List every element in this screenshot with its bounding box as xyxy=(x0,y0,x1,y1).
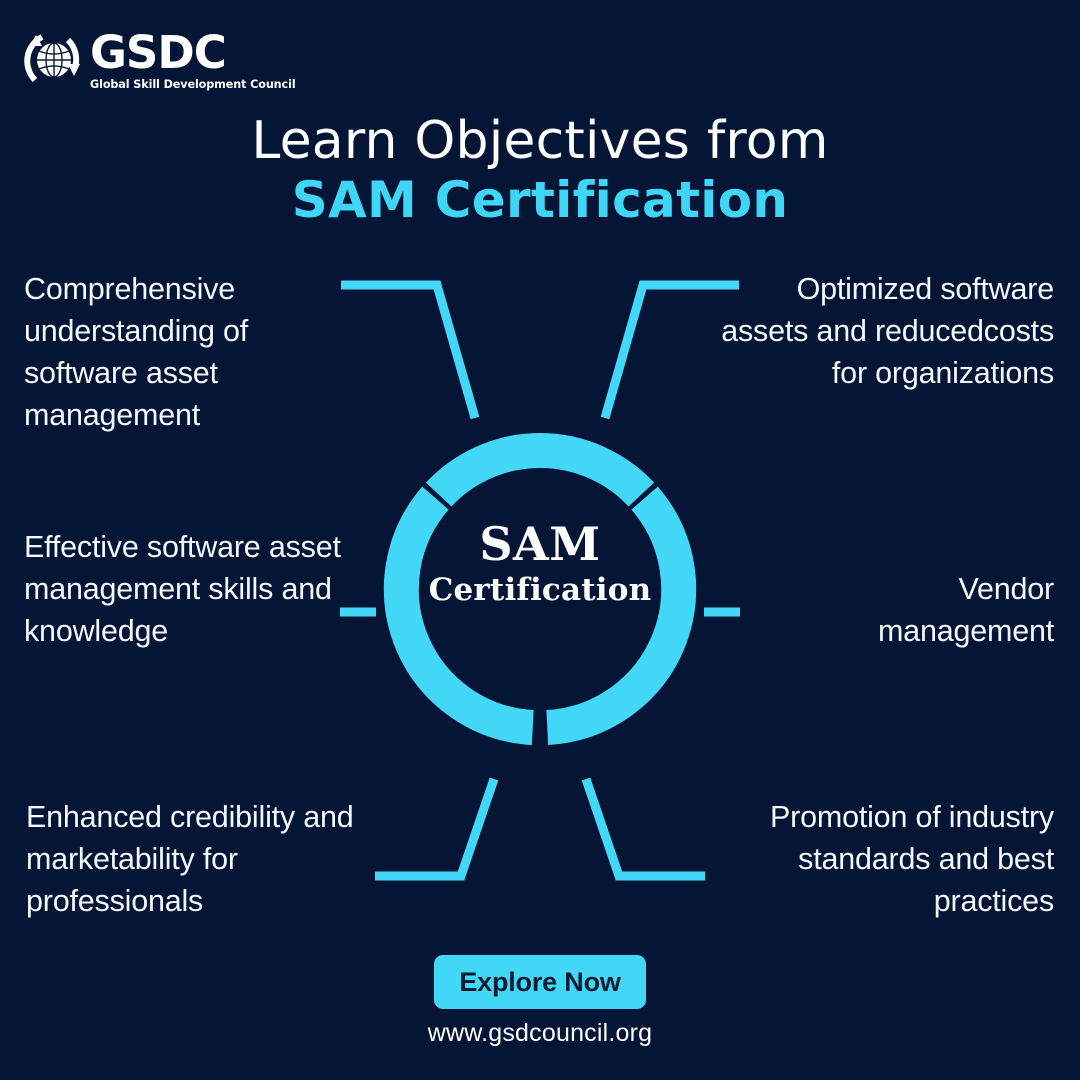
headline-line-1: Learn Objectives from xyxy=(251,111,829,171)
gsdc-logo: GSDC Global Skill Development Council xyxy=(22,26,296,106)
connector-top-left xyxy=(341,280,480,420)
center-subtitle: Certification xyxy=(428,572,652,608)
objective-comprehensive-understanding: Comprehensive understanding of software … xyxy=(24,272,249,432)
ring-segment-left xyxy=(383,486,534,745)
ring-segment-top xyxy=(425,433,655,507)
connector-bottom-left xyxy=(375,777,499,881)
explore-now-label: Explore Now xyxy=(459,966,621,997)
objective-vendor-management: Vendor management xyxy=(877,572,1054,648)
connector-lines xyxy=(340,280,740,881)
page-title: Learn Objectives from SAM Certification xyxy=(0,112,1080,230)
objective-enhanced-credibility: Enhanced credibility and marketability f… xyxy=(26,800,354,918)
connector-bottom-right xyxy=(581,777,705,881)
logo-word: GSDC xyxy=(90,26,227,79)
center-title: SAM xyxy=(479,517,601,571)
center-label: SAM Certification xyxy=(420,517,660,609)
globe-arrows-icon xyxy=(22,30,86,92)
ring-segment-right xyxy=(546,486,697,745)
objective-optimized-software-assets: Optimized software assets and reducedcos… xyxy=(721,272,1054,390)
explore-now-button[interactable]: Explore Now xyxy=(434,955,646,1009)
logo-wordmark: GSDC Global Skill Development Council xyxy=(90,26,296,92)
logo-tagline: Global Skill Development Council xyxy=(90,78,296,91)
center-ring xyxy=(383,433,697,745)
objective-industry-standards: Promotion of industry standards and best… xyxy=(770,800,1054,918)
website-url[interactable]: www.gsdcouncil.org xyxy=(427,1019,653,1047)
headline-line-2: SAM Certification xyxy=(291,171,789,229)
objective-effective-sam-skills: Effective software asset management skil… xyxy=(24,530,341,648)
